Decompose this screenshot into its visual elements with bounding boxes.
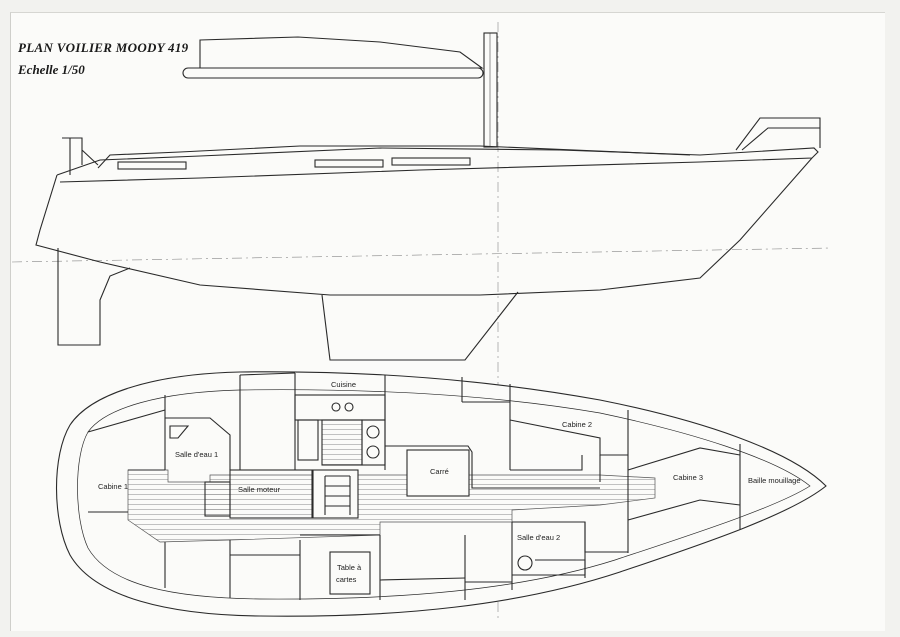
galley-cabinet — [321, 419, 363, 466]
sink-1 — [366, 425, 380, 439]
rudder — [57, 248, 131, 346]
stern-pulpit — [62, 137, 99, 175]
saloon-table — [406, 449, 470, 497]
stove-burner-2 — [344, 402, 354, 412]
companionway-steps — [312, 469, 359, 519]
label-salle-eau-2: Salle d'eau 2 — [517, 533, 560, 542]
label-table-line-2: cartes — [336, 575, 357, 584]
label-table-line-1: Table à — [337, 563, 362, 572]
boom — [182, 67, 484, 79]
saloon-settee — [385, 445, 600, 489]
label-baille-mouillage: Baille mouillage — [748, 476, 801, 485]
label-carre: Carré — [430, 467, 449, 476]
window-1 — [117, 161, 187, 170]
window-2 — [314, 159, 384, 168]
mast — [483, 32, 498, 148]
label-cabine-3: Cabine 3 — [673, 473, 703, 482]
waterline — [11, 247, 831, 263]
sink-2 — [366, 445, 380, 459]
sail-cover — [199, 36, 484, 69]
drawing-scale: Echelle 1/50 — [18, 62, 85, 77]
keel — [321, 291, 519, 361]
label-salle-eau-1: Salle d'eau 1 — [175, 450, 218, 459]
label-cabine-1: Cabine 1 — [98, 482, 128, 491]
label-salle-moteur: Salle moteur — [238, 485, 281, 494]
deck-line — [56, 147, 819, 183]
label-cabine-2: Cabine 2 — [562, 420, 592, 429]
stove-burner-1 — [331, 402, 341, 412]
accommodation-plan — [55, 371, 827, 617]
deckhouse — [97, 145, 691, 169]
chart-table — [329, 551, 371, 595]
basin-1 — [169, 425, 190, 439]
hull — [35, 157, 813, 296]
bow-pulpit — [735, 117, 821, 151]
label-cuisine: Cuisine — [331, 380, 356, 389]
drawing-title: PLAN VOILIER MOODY 419 — [18, 40, 189, 55]
window-3 — [391, 157, 471, 166]
basin-2 — [517, 555, 533, 571]
side-elevation — [35, 32, 821, 361]
plan-hull-inner — [77, 389, 811, 600]
fridge — [297, 419, 319, 461]
